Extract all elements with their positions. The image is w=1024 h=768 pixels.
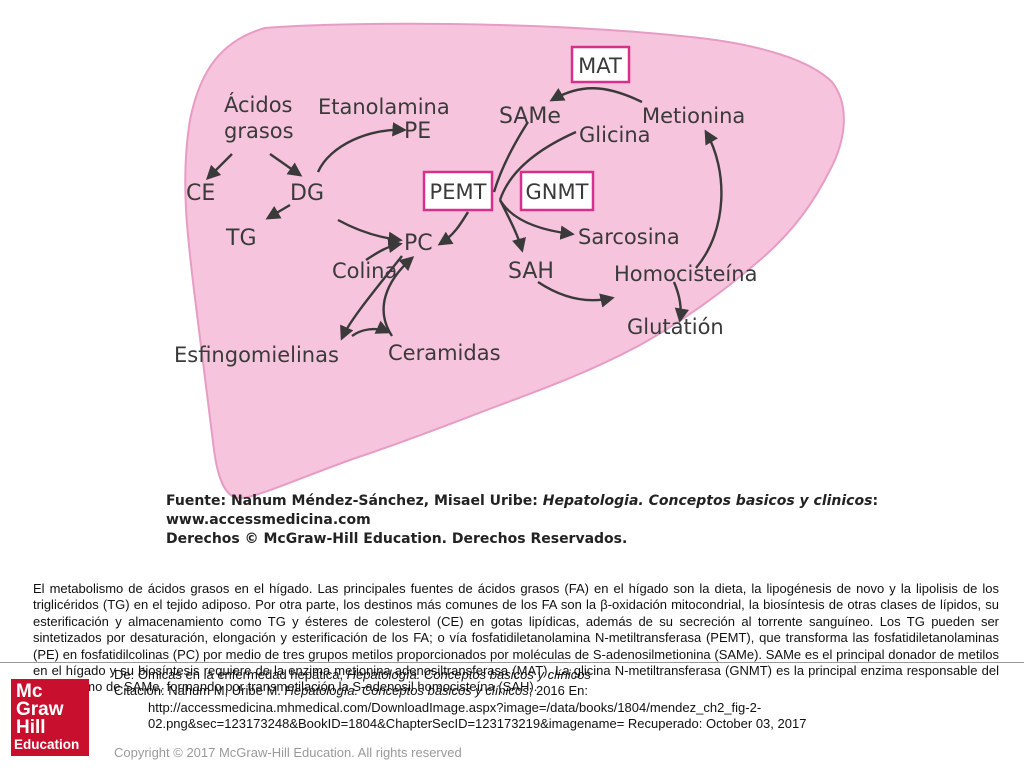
arrow-glicina-gnmt [498,130,577,201]
credits-source-title: Hepatologia. Conceptos basicos y clinico… [542,493,873,509]
label-tg: TG [225,226,257,251]
arrow-metionina-same [549,87,643,104]
citation-url[interactable]: http://accessmedicina.mhmedical.com/Down… [148,699,762,715]
arrow-esf-ceramidas [351,320,391,337]
gnmt-box [519,170,595,212]
label-ceramidas: Ceramidas [388,341,501,365]
arrow-acidos-dg [269,153,303,177]
label-acidos: Ácidos [224,92,293,117]
arrow-same-pemt [492,121,530,193]
label-colina: Colina [332,259,397,283]
label-grasos: grasos [224,119,294,143]
citation-reference: Citación: Nahum M, Uribe M. Hepatología.… [114,683,589,699]
credits-source: Fuente: Nahum Méndez-Sánchez, Misael Uri… [166,493,879,509]
arrow-gnmt-sah [498,199,526,253]
arrow-homocisteina-glutation [672,281,689,323]
citation-url-continued: 02.png&sec=123173248&BookID=1804&Chapter… [148,716,807,732]
label-gnmt: GNMT [526,180,589,204]
label-same: SAMe [499,104,561,129]
figure-caption: El metabolismo de ácidos grasos en el hí… [33,581,999,695]
label-sarcosina: Sarcosina [578,225,680,249]
credits-rights: Derechos © McGraw-Hill Education. Derech… [166,531,628,547]
arrow-homocisteina-metionina [695,129,723,269]
mcgraw-hill-logo: Mc Graw Hill Education [11,679,89,756]
label-esfingomielinas: Esfingomielinas [174,343,339,367]
copyright-notice: Copyright © 2017 McGraw-Hill Education. … [114,745,462,760]
arrow-ceramidas-pc [382,256,415,337]
label-dg: DG [290,181,324,206]
label-mat: MAT [578,54,622,78]
arrow-pemt-pc [437,211,470,246]
arrow-colina-pc [365,238,403,261]
liver-figure: Ácidos grasos Etanolamina PE SAMe MAT Me… [160,20,856,562]
label-pc: PC [404,231,433,256]
arrow-sah-homocisteina [537,281,615,308]
label-sah: SAH [508,259,554,284]
label-glutation: Glutatión [627,315,724,339]
citation-from: De: Ómicas en la enfermedad hepática, He… [114,667,591,682]
label-glicina: Glicina [579,123,651,147]
liver-diagram: Ácidos grasos Etanolamina PE SAMe MAT Me… [174,22,845,500]
label-homocisteina: Homocisteína [614,262,757,286]
pemt-box [422,170,494,212]
divider-line [0,662,1024,663]
mat-box [570,45,631,84]
label-metionina: Metionina [642,104,745,128]
label-ce: CE [186,181,215,206]
arrow-acidos-ce [205,153,233,181]
arrow-dg-tg [265,203,291,220]
arrow-dg-pe [316,122,407,173]
credits-website: www.accessmedicina.com [166,512,371,528]
arrow-pc-esf [340,255,403,341]
figure-credits: Fuente: Nahum Méndez-Sánchez, Misael Uri… [166,492,878,549]
citation-block: De: Ómicas en la enfermedad hepática, He… [114,667,994,733]
label-etanolamina: Etanolamina [318,95,450,119]
label-pe: PE [404,119,431,144]
label-pemt: PEMT [430,180,487,204]
